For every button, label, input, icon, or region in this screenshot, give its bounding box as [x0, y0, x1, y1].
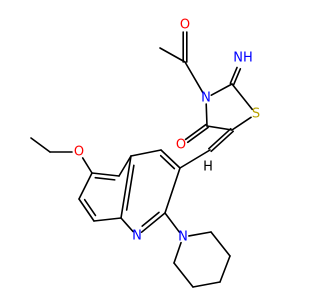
bond-c5q-c6-inner [94, 176, 116, 181]
atom-label-n-piperidine: N [178, 230, 188, 245]
bond-c4-o4 [184, 123, 207, 141]
bond-c6-c7 [78, 172, 93, 200]
bond-c5-cv-second [210, 130, 235, 153]
bonds-layer [30, 31, 254, 288]
bond-n1q-c2q [140, 212, 166, 233]
bond-c4-n3 [205, 103, 208, 127]
bond-c2q-npip [164, 212, 181, 233]
atom-label-o-ketone: O [176, 138, 186, 153]
bond-c4q-c4a [130, 149, 162, 157]
atom-label-n-quinoline: N [132, 229, 142, 244]
bond-p6-npip [173, 241, 182, 264]
bond-c8a-n1q [120, 217, 134, 233]
atom-label-o-acetyl: O [180, 18, 190, 33]
bond-c4-o4-second [186, 126, 209, 144]
atom-label-nh-imine: NH [233, 51, 253, 66]
bond-c4a-c8a-inner [125, 164, 135, 211]
bond-p5-p6 [173, 262, 194, 288]
bond-cv-c3q [179, 149, 211, 169]
bond-c5q-c6 [91, 172, 120, 177]
structure-diagram: O N NH S O H O N N [30, 18, 260, 288]
bond-p3-p4 [219, 255, 231, 283]
bond-c3q-c4q [160, 149, 181, 169]
atom-label-n-ring: N [201, 91, 211, 106]
atom-label-h-vinyl: H [203, 160, 213, 175]
bond-n1q-c2q-inner [141, 211, 160, 227]
bond-p4-p5 [192, 281, 221, 288]
bond-c2-nh [232, 68, 242, 86]
bond-c4a-c5q [118, 155, 132, 177]
bond-s-c5 [231, 116, 252, 131]
bond-c5-c4 [206, 125, 233, 131]
bond-c2-s [231, 83, 254, 111]
bond-c2q-c3q [164, 167, 181, 214]
atom-label-s-ring: S [252, 107, 260, 122]
bond-c3q-c4q-inner [159, 154, 176, 170]
atom-labels-layer: O N NH S O H O N N [74, 18, 260, 245]
bond-c6-oe [81, 157, 93, 174]
bond-c8-c8a [93, 217, 122, 222]
bond-c5-cv [207, 127, 232, 150]
bond-cac-n3 [184, 61, 204, 94]
bond-c7-c8-inner [83, 198, 97, 217]
atom-label-o-ether: O [74, 145, 84, 160]
bond-p2-p3 [210, 231, 231, 257]
bond-npip-p2 [188, 231, 212, 237]
bond-ceh2-ceh3 [30, 137, 51, 153]
bond-c4a-c8a [120, 155, 132, 219]
bond-c7-c8 [78, 198, 95, 222]
bond-n3-c2 [210, 83, 233, 96]
bond-ch3-cac [159, 47, 186, 63]
bond-c2-nh-second [229, 66, 238, 85]
